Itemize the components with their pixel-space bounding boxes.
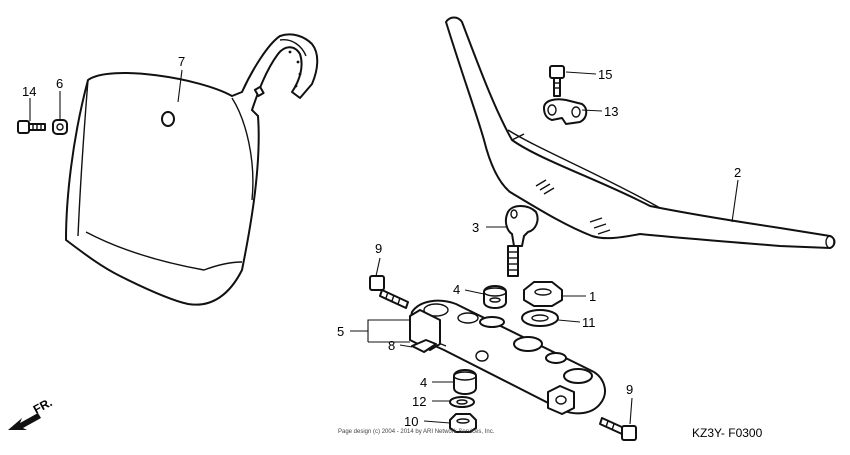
- top-bridge-part-5: [409, 299, 606, 415]
- callout-13: 13: [604, 104, 618, 119]
- plate-part-8: [411, 339, 437, 353]
- callout-9b: 9: [626, 382, 633, 397]
- bushing-part-4-lower: [453, 369, 477, 395]
- callout-4b: 4: [420, 375, 427, 390]
- direction-label: FR.: [31, 395, 55, 416]
- copyright-notice: Page design (c) 2004 - 2014 by ARI Netwo…: [338, 429, 495, 435]
- callout-4a: 4: [453, 282, 460, 297]
- washer-part-11: [521, 309, 559, 327]
- nut-part-10: [449, 413, 477, 433]
- washer-part-12: [449, 396, 475, 408]
- callout-14: 14: [22, 84, 36, 99]
- callout-3: 3: [472, 220, 479, 235]
- handlebar-part: [445, 16, 836, 249]
- lower-holder-part-3: [504, 205, 539, 277]
- diagram-code: KZ3Y- F0300: [692, 426, 763, 440]
- callout-7: 7: [178, 54, 185, 69]
- leader-lines: [29, 69, 739, 425]
- upper-holder-part-13: [543, 98, 588, 125]
- number-plate-part: [65, 33, 319, 306]
- callout-5: 5: [337, 324, 344, 339]
- nut-part-1: [523, 281, 563, 307]
- callout-15: 15: [598, 67, 612, 82]
- callout-9a: 9: [375, 241, 382, 256]
- bushing-part-4-upper: [483, 285, 507, 309]
- bolt-part-9-lower: [599, 417, 637, 441]
- callout-labels: 7 14 6 15 13 2 3 4 1 11 9 5 8 4 12 10 9: [22, 54, 741, 429]
- callout-11: 11: [582, 315, 596, 330]
- callout-12: 12: [412, 394, 426, 409]
- callout-2: 2: [734, 165, 741, 180]
- callout-10: 10: [404, 414, 418, 429]
- callout-6: 6: [56, 76, 63, 91]
- bolt-part-15: [549, 65, 565, 97]
- front-direction-indicator: FR.: [8, 395, 54, 430]
- bolt-part-14: [17, 120, 46, 134]
- callout-1: 1: [589, 289, 596, 304]
- collar-part-6: [52, 119, 68, 135]
- front-arrow-icon: [8, 413, 41, 430]
- callout-8: 8: [388, 338, 395, 353]
- bolt-part-9-upper: [369, 275, 409, 309]
